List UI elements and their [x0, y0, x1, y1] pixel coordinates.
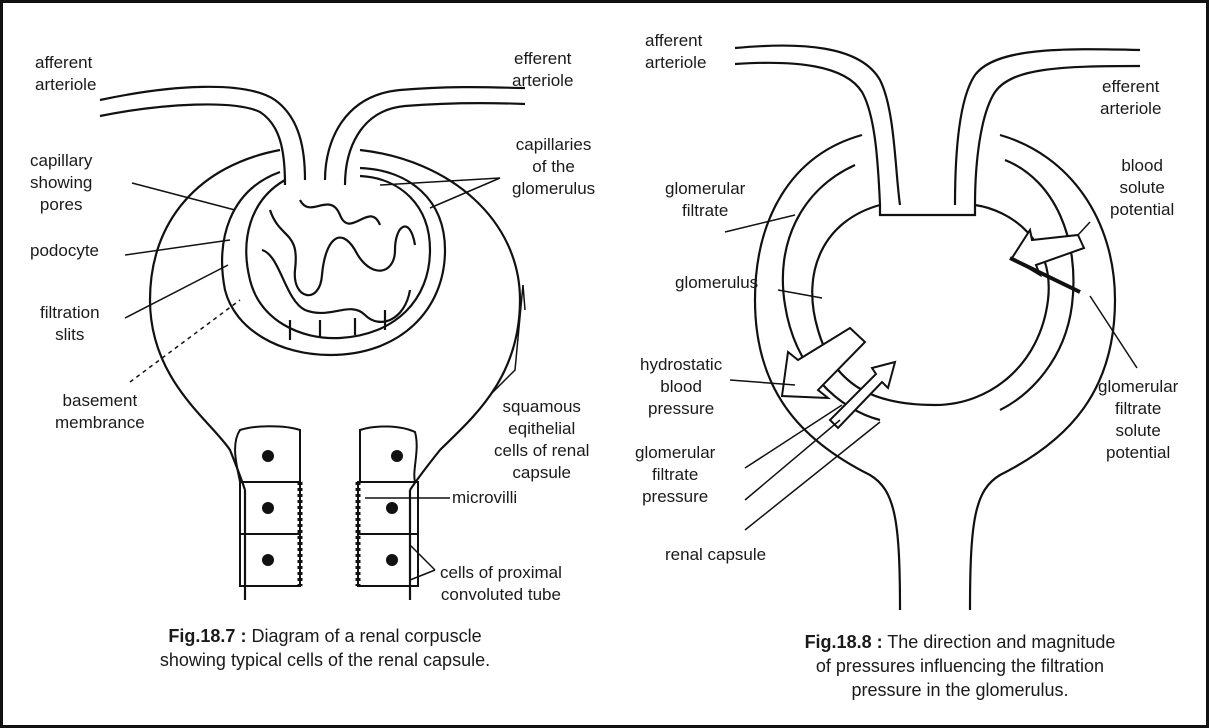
left-leader-lines	[125, 178, 525, 580]
label-hydrostatic-blood-pressure: hydrostatic blood pressure	[640, 354, 722, 420]
label-proximal-cells: cells of proximal convoluted tube	[440, 562, 562, 606]
label-glomerular-filtrate-pressure: glomerular filtrate pressure	[635, 442, 715, 508]
label-renal-capsule: renal capsule	[665, 544, 766, 566]
label-text: glomerular	[635, 442, 715, 464]
caption-fig-18-8: Fig.18.8 : The direction and magnitude o…	[725, 630, 1195, 702]
label-text: hydrostatic	[640, 354, 722, 376]
label-text: membrance	[55, 412, 145, 434]
label-text: glomerulus	[512, 178, 595, 200]
label-text: filtrate	[635, 464, 715, 486]
label-text: glomerular	[665, 178, 745, 200]
label-text: pores	[30, 194, 92, 216]
label-text: showing	[30, 172, 92, 194]
label-text: capillaries	[512, 134, 595, 156]
label-efferent-arteriole-right: efferent arteriole	[1100, 76, 1161, 120]
glomerulus-pressure-drawing	[735, 46, 1140, 610]
label-text: potential	[1098, 442, 1178, 464]
label-text: arteriole	[1100, 98, 1161, 120]
label-text: filtrate	[1098, 398, 1178, 420]
label-text: convoluted tube	[440, 584, 562, 606]
label-squamous-cells: squamous eqithelial cells of renal capsu…	[494, 396, 589, 484]
label-text: filtration	[40, 302, 100, 324]
label-blood-solute-potential: blood solute potential	[1110, 155, 1174, 221]
label-capillaries-glomerulus: capillaries of the glomerulus	[512, 134, 595, 200]
label-text: capillary	[30, 150, 92, 172]
label-glomerulus: glomerulus	[675, 272, 758, 294]
cell-nuclei	[262, 450, 403, 566]
label-text: eqithelial	[494, 418, 589, 440]
caption-text: pressure in the glomerulus.	[725, 678, 1195, 702]
renal-corpuscle-drawing	[100, 87, 525, 600]
label-glomerular-filtrate-solute-potential: glomerular filtrate solute potential	[1098, 376, 1178, 464]
label-filtration-slits: filtration slits	[40, 302, 100, 346]
label-text: cells of proximal	[440, 562, 562, 584]
caption-fig-18-7: Fig.18.7 : Diagram of a renal corpuscle …	[70, 624, 580, 672]
label-glomerular-filtrate: glomerular filtrate	[665, 178, 745, 222]
label-text: afferent	[35, 52, 96, 74]
label-capillary-pores: capillary showing pores	[30, 150, 92, 216]
caption-number: Fig.18.7 :	[168, 626, 246, 646]
label-text: blood	[1110, 155, 1174, 177]
label-text: of the	[512, 156, 595, 178]
caption-text: of pressures influencing the filtration	[725, 654, 1195, 678]
label-text: slits	[40, 324, 100, 346]
label-afferent-arteriole-right: afferent arteriole	[645, 30, 706, 74]
caption-text: Diagram of a renal corpuscle	[251, 626, 481, 646]
label-podocyte: podocyte	[30, 240, 99, 262]
label-text: basement	[55, 390, 145, 412]
label-text: solute	[1098, 420, 1178, 442]
label-text: potential	[1110, 199, 1174, 221]
label-text: cells of renal	[494, 440, 589, 462]
label-basement-membrance: basement membrance	[55, 390, 145, 434]
label-microvilli: microvilli	[452, 487, 517, 509]
caption-text: The direction and magnitude	[887, 632, 1115, 652]
label-afferent-arteriole-left: afferent arteriole	[35, 52, 96, 96]
caption-number: Fig.18.8 :	[805, 632, 883, 652]
label-text: efferent	[1100, 76, 1161, 98]
label-text: filtrate	[665, 200, 745, 222]
label-text: blood	[640, 376, 722, 398]
label-text: afferent	[645, 30, 706, 52]
label-text: pressure	[640, 398, 722, 420]
label-text: arteriole	[512, 70, 573, 92]
label-text: capsule	[494, 462, 589, 484]
label-text: arteriole	[35, 74, 96, 96]
caption-text: showing typical cells of the renal capsu…	[70, 648, 580, 672]
label-text: squamous	[494, 396, 589, 418]
label-text: glomerular	[1098, 376, 1178, 398]
label-text: arteriole	[645, 52, 706, 74]
pressure-arrows	[782, 230, 1084, 428]
label-text: pressure	[635, 486, 715, 508]
label-text: solute	[1110, 177, 1174, 199]
label-text: efferent	[512, 48, 573, 70]
label-efferent-arteriole-left: efferent arteriole	[512, 48, 573, 92]
